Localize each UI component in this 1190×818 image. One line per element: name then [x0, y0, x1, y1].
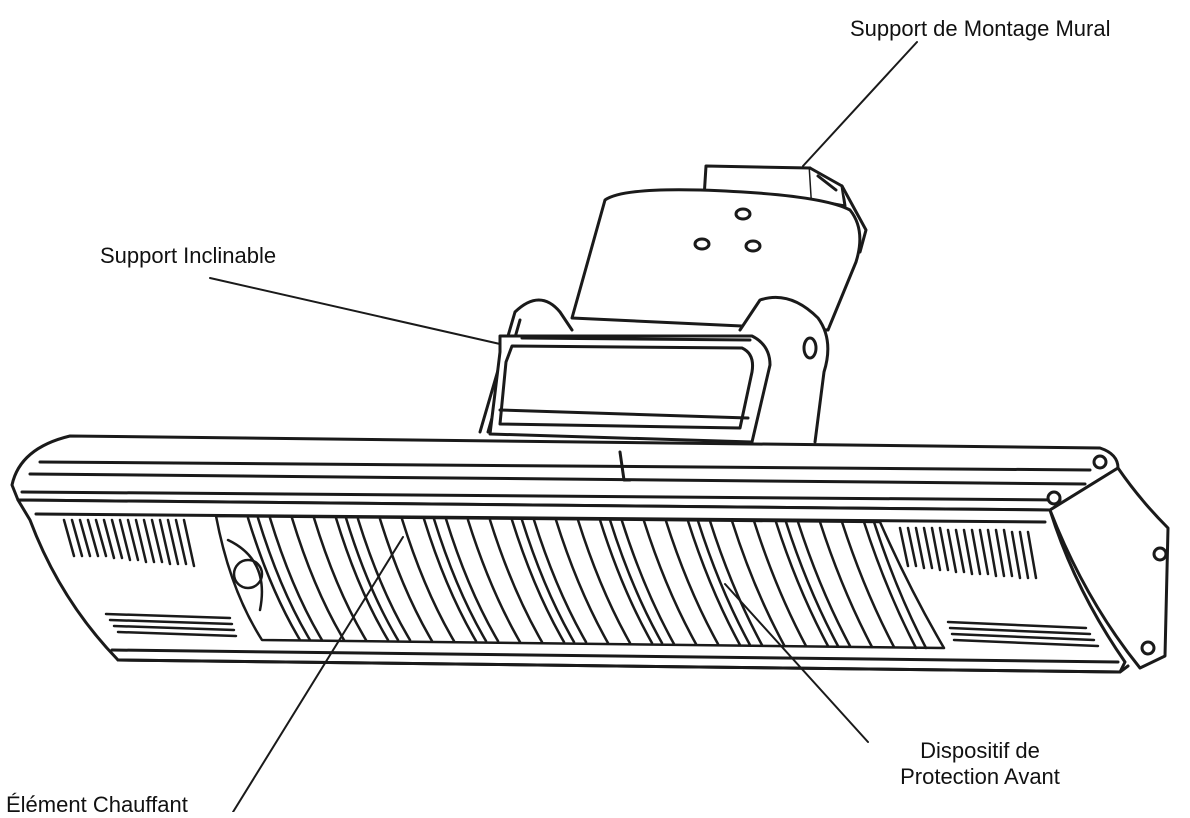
left-vents [62, 518, 238, 638]
label-wall-mount-bracket: Support de Montage Mural [850, 16, 1111, 41]
right-vents [898, 526, 1100, 648]
label-front-guard: Dispositif de Protection Avant [872, 738, 1088, 790]
label-front-guard-line2: Protection Avant [900, 764, 1060, 789]
leader-tilt-bracket [209, 277, 501, 345]
tilt-bracket [478, 295, 830, 444]
leader-lines [209, 41, 918, 812]
tilt-bracket-plate [570, 188, 862, 332]
leader-wall-bracket [802, 41, 918, 167]
leader-front-guard [724, 583, 869, 743]
label-heating-element: Élément Chauffant [6, 792, 188, 817]
label-tilt-bracket: Support Inclinable [100, 243, 277, 268]
label-front-guard-line1: Dispositif de [920, 738, 1040, 763]
leader-heating-element [232, 536, 404, 812]
front-guard [214, 514, 946, 650]
